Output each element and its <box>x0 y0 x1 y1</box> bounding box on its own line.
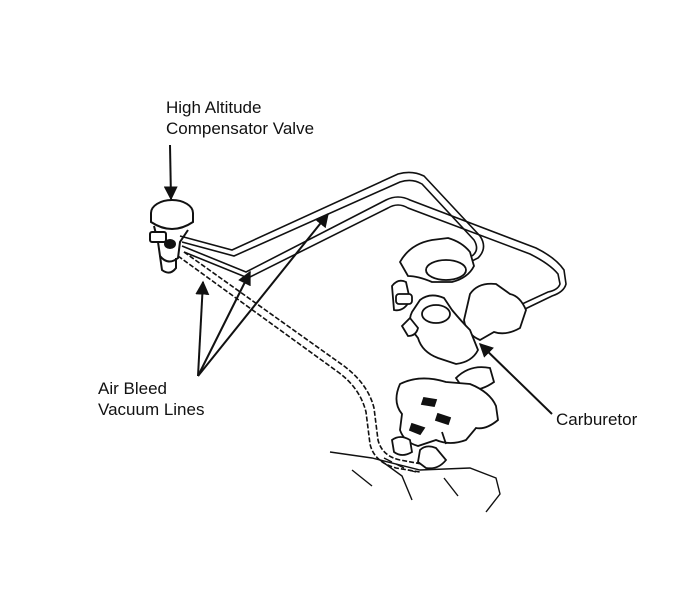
air-bleed-label-line-1: Air Bleed <box>98 379 167 398</box>
down-vacuum-line <box>177 251 423 473</box>
air-bleed-label: Air Bleed Vacuum Lines <box>98 378 204 420</box>
carburetor-pointer-arrow <box>478 343 553 415</box>
compensator-valve <box>149 199 194 274</box>
compensator-valve-label-line-1: High Altitude <box>166 98 262 117</box>
valve-pointer-arrow <box>163 144 178 201</box>
carburetor-label-text: Carburetor <box>556 410 638 429</box>
carburetor-label: Carburetor <box>556 409 637 430</box>
intake-manifold-base <box>329 451 501 513</box>
air-bleed-pointer-arrows <box>195 212 329 377</box>
upper-vacuum-line <box>179 171 485 263</box>
compensator-valve-label: High Altitude Compensator Valve <box>166 97 314 139</box>
lower-vacuum-line <box>181 196 567 323</box>
carburetor-body <box>391 237 527 470</box>
air-bleed-label-line-2: Vacuum Lines <box>98 400 205 419</box>
compensator-valve-label-line-2: Compensator Valve <box>166 119 315 138</box>
